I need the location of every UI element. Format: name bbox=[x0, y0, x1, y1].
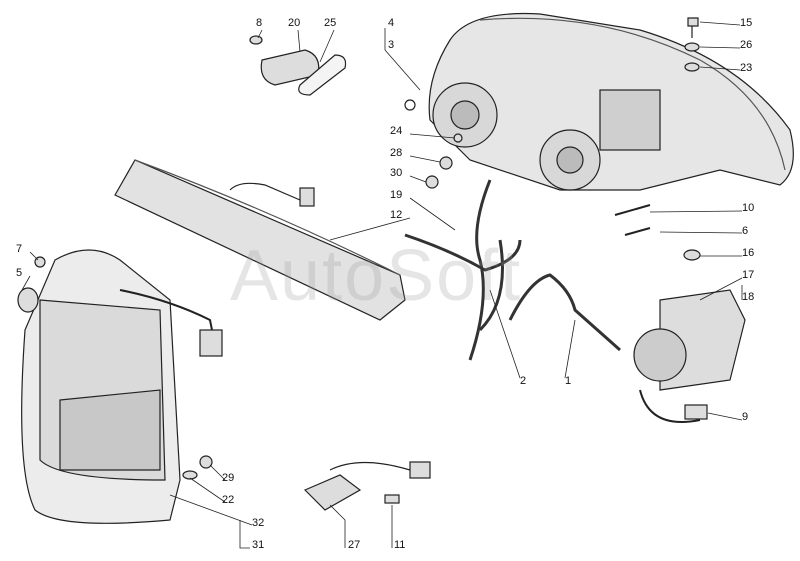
callout-29: 29 bbox=[222, 472, 235, 484]
fasteners-top bbox=[684, 17, 700, 72]
callout-18: 18 bbox=[742, 291, 755, 303]
callout-19: 19 bbox=[390, 189, 403, 201]
callout-27: 27 bbox=[348, 539, 361, 551]
callout-2: 2 bbox=[520, 375, 527, 387]
stop-lamp-bar bbox=[114, 159, 406, 321]
leader-lines bbox=[21, 21, 743, 549]
callout-25: 25 bbox=[324, 17, 337, 29]
headlight-unit bbox=[404, 12, 794, 191]
callout-22: 22 bbox=[222, 494, 235, 506]
callout-1: 1 bbox=[565, 375, 572, 387]
fog-lamp bbox=[614, 204, 746, 423]
tail-lamp bbox=[17, 249, 223, 524]
fasteners-mid bbox=[425, 133, 463, 189]
callout-7: 7 bbox=[16, 243, 23, 255]
callout-31: 31 bbox=[252, 539, 265, 551]
side-repeater bbox=[249, 35, 347, 96]
callout-16: 16 bbox=[742, 247, 755, 259]
callout-30: 30 bbox=[390, 167, 403, 179]
callout-11: 11 bbox=[394, 539, 406, 551]
callout-12: 12 bbox=[390, 209, 403, 221]
callout-17: 17 bbox=[742, 269, 755, 281]
wiring-harness bbox=[404, 179, 621, 361]
callout-3: 3 bbox=[388, 39, 395, 51]
callout-28: 28 bbox=[390, 147, 403, 159]
callout-9: 9 bbox=[742, 411, 749, 423]
callout-15: 15 bbox=[740, 17, 753, 29]
callout-23: 23 bbox=[740, 62, 753, 74]
callout-8: 8 bbox=[256, 17, 263, 29]
callout-20: 20 bbox=[288, 17, 301, 29]
callout-6: 6 bbox=[742, 225, 749, 237]
callout-4: 4 bbox=[388, 17, 395, 29]
callout-26: 26 bbox=[740, 39, 753, 51]
watermark: AutoSoft bbox=[230, 236, 523, 316]
callout-10: 10 bbox=[742, 202, 755, 214]
license-lamp bbox=[303, 461, 431, 511]
callout-24: 24 bbox=[390, 125, 403, 137]
callout-32: 32 bbox=[252, 517, 265, 529]
callout-5: 5 bbox=[16, 267, 23, 279]
